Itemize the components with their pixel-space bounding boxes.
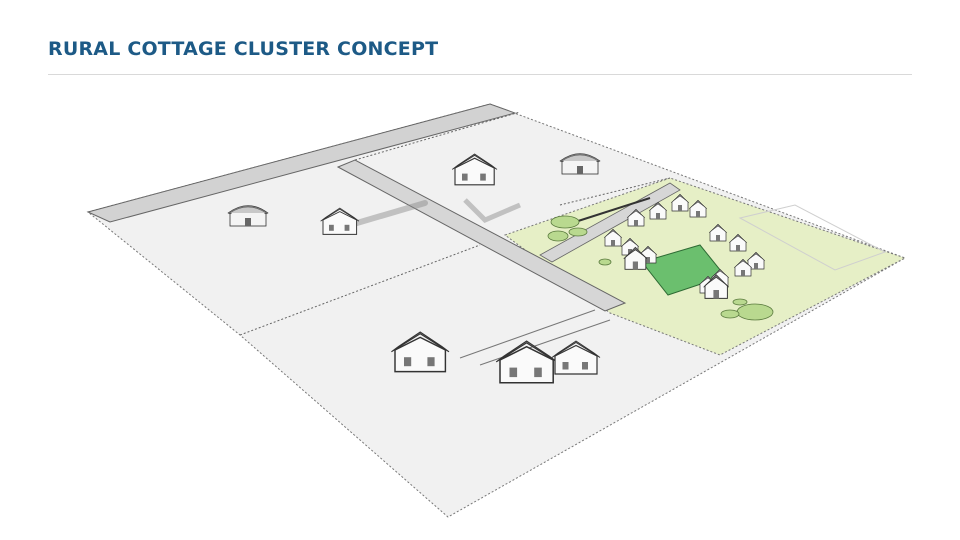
internal-road-spur [539,182,681,263]
lot-line [239,244,481,336]
lot-line [354,111,521,161]
recreation-field [738,204,887,271]
cluster-path [574,197,651,223]
tree-icon [547,215,774,321]
driveway [459,309,596,359]
county-road [86,103,517,223]
page-title: RURAL COTTAGE CLUSTER CONCEPT [48,38,439,60]
driveway [463,198,521,223]
lot-line [559,177,671,206]
title-divider [48,74,912,75]
internal-road [336,159,627,312]
